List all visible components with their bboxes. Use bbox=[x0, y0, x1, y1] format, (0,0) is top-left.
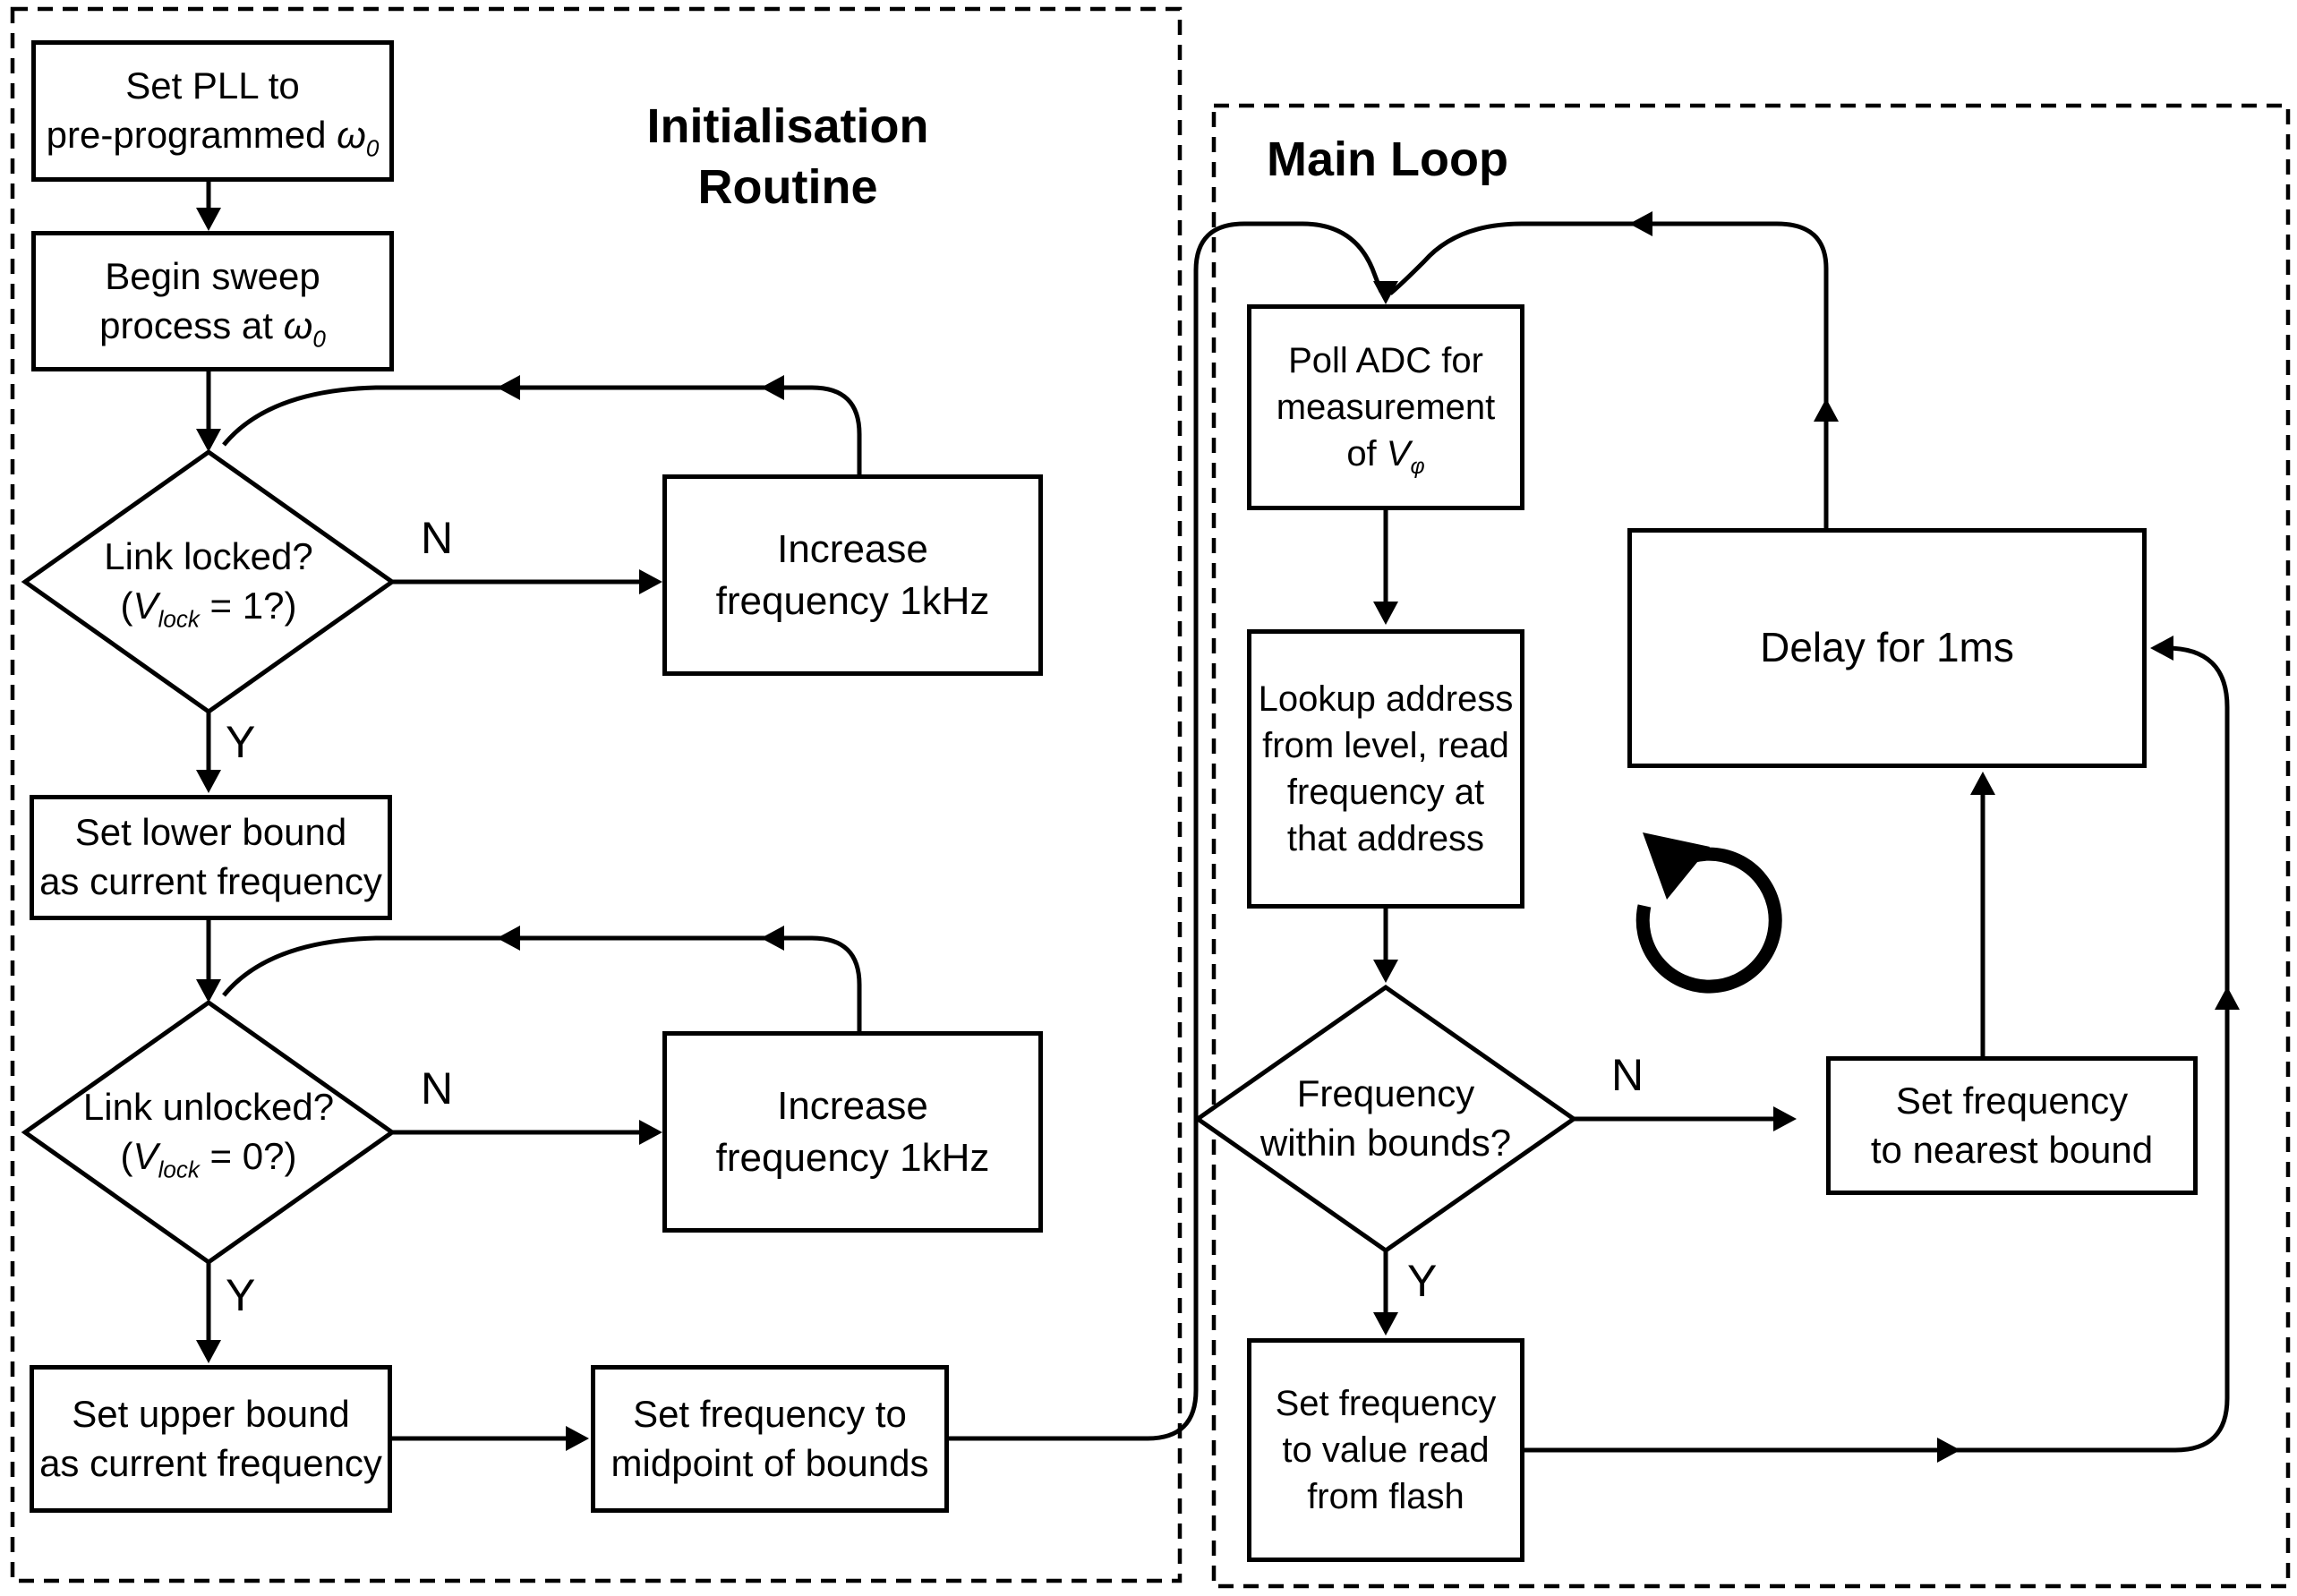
arrowhead bbox=[196, 770, 221, 793]
set-flash-line3: from flash bbox=[1307, 1477, 1464, 1516]
freq-within-line2: within bounds? bbox=[1260, 1122, 1512, 1164]
arrowhead bbox=[1629, 211, 1652, 236]
init-section-border bbox=[10, 6, 1183, 1583]
loop-icon bbox=[1635, 847, 1782, 994]
arrowhead bbox=[196, 979, 221, 1003]
node-set-pll-line1: Set PLL to bbox=[125, 64, 300, 107]
link-unlocked-line1: Link unlocked? bbox=[82, 1086, 335, 1129]
node-begin-sweep: Begin sweep process at ω0 bbox=[31, 231, 394, 371]
node-delay: Delay for 1ms bbox=[1627, 528, 2147, 768]
edge-setflash-delay bbox=[1524, 645, 2230, 1453]
arrowhead bbox=[761, 375, 784, 400]
arrowhead bbox=[1814, 398, 1839, 422]
node-set-upper: Set upper bound as current frequency bbox=[30, 1365, 392, 1513]
set-nearest-line2: to nearest bound bbox=[1870, 1128, 2154, 1171]
lookup-line3: frequency at bbox=[1286, 772, 1485, 812]
init-section-title: Initialisation Routine bbox=[586, 97, 989, 218]
arrowhead bbox=[761, 926, 784, 951]
edge-label-y3: Y bbox=[1407, 1256, 1438, 1306]
node-freq-within-text: Frequency within bounds? bbox=[1207, 1056, 1565, 1182]
main-section-title: Main Loop bbox=[1267, 130, 1535, 191]
node-link-unlocked-text: Link unlocked? (Vlock = 0?) bbox=[30, 1070, 388, 1195]
poll-adc-line3: of Vφ bbox=[1346, 434, 1425, 479]
node-set-pll-line2: pre-programmed ω0 bbox=[46, 114, 380, 162]
set-flash-line1: Set frequency bbox=[1275, 1384, 1497, 1423]
increase2-line1: Increase bbox=[777, 1084, 928, 1129]
arrowhead bbox=[1970, 772, 1995, 795]
node-lookup-address: Lookup address from level, read frequenc… bbox=[1247, 629, 1524, 909]
edge-label-n2: N bbox=[421, 1063, 454, 1114]
increase1-line2: frequency 1kHz bbox=[715, 578, 990, 623]
diamond-link-unlocked bbox=[21, 999, 397, 1266]
node-set-nearest: Set frequency to nearest bound bbox=[1826, 1056, 2198, 1195]
set-upper-line2: as current frequency bbox=[39, 1441, 382, 1484]
node-begin-sweep-line2: process at ω0 bbox=[99, 303, 326, 352]
increase1-line1: Increase bbox=[777, 527, 928, 572]
node-link-locked-text: Link locked? (Vlock = 1?) bbox=[30, 519, 388, 644]
edge-label-n3: N bbox=[1611, 1050, 1644, 1100]
set-midpoint-line2: midpoint of bounds bbox=[611, 1441, 929, 1484]
link-locked-line2: (Vlock = 1?) bbox=[120, 585, 297, 633]
arrowhead bbox=[1937, 1438, 1960, 1463]
node-increase-freq-2: Increase frequency 1kHz bbox=[662, 1031, 1043, 1233]
set-midpoint-line1: Set frequency to bbox=[633, 1392, 907, 1435]
node-set-pll: Set PLL to pre-programmed ω0 bbox=[31, 40, 394, 182]
loop-icon-arrowhead bbox=[1643, 832, 1710, 900]
lookup-line1: Lookup address bbox=[1258, 679, 1514, 719]
main-section-border bbox=[1211, 103, 2291, 1589]
arrowhead bbox=[1373, 281, 1398, 304]
init-title-line1: Initialisation bbox=[646, 99, 929, 153]
increase2-line2: frequency 1kHz bbox=[715, 1135, 990, 1180]
link-locked-line1: Link locked? bbox=[104, 535, 313, 578]
diamond-freq-within-bounds bbox=[1193, 984, 1578, 1254]
arrowhead bbox=[196, 1340, 221, 1363]
set-flash-line2: to value read bbox=[1282, 1430, 1490, 1470]
arrowhead bbox=[196, 208, 221, 231]
arrowhead bbox=[566, 1426, 589, 1451]
edge-label-y1: Y bbox=[226, 717, 256, 767]
freq-within-line1: Frequency bbox=[1296, 1072, 1475, 1115]
edge-setmidpoint-mainloop bbox=[949, 221, 1384, 1441]
lookup-line4: that address bbox=[1286, 819, 1485, 858]
arrowhead bbox=[1773, 1106, 1797, 1131]
arrowhead bbox=[497, 375, 520, 400]
edge-delay-poll-return bbox=[1388, 221, 1829, 528]
lookup-line2: from level, read bbox=[1262, 726, 1509, 765]
main-title: Main Loop bbox=[1267, 132, 1508, 186]
edge-increase1-return bbox=[222, 385, 862, 474]
node-set-lower: Set lower bound as current frequency bbox=[30, 795, 392, 920]
set-lower-line1: Set lower bound bbox=[74, 811, 347, 854]
delay-line1: Delay for 1ms bbox=[1760, 624, 2014, 671]
node-poll-adc: Poll ADC for measurement of Vφ bbox=[1247, 304, 1524, 510]
arrowhead bbox=[2215, 986, 2240, 1010]
set-upper-line1: Set upper bound bbox=[72, 1392, 350, 1435]
link-unlocked-line2: (Vlock = 0?) bbox=[120, 1135, 297, 1183]
poll-adc-line2: measurement bbox=[1276, 388, 1496, 427]
node-begin-sweep-line1: Begin sweep bbox=[105, 254, 320, 297]
arrowhead bbox=[1373, 960, 1398, 983]
node-set-flash: Set frequency to value read from flash bbox=[1247, 1338, 1524, 1562]
arrowhead bbox=[639, 1120, 662, 1145]
node-set-midpoint: Set frequency to midpoint of bounds bbox=[591, 1365, 949, 1513]
arrowhead bbox=[639, 569, 662, 594]
diamond-link-locked bbox=[21, 448, 397, 715]
arrowhead bbox=[2150, 636, 2173, 661]
edge-increase2-return bbox=[222, 935, 862, 1031]
arrowhead bbox=[1373, 1312, 1398, 1336]
arrowhead bbox=[196, 429, 221, 452]
init-title-line2: Routine bbox=[697, 159, 878, 214]
edge-label-n1: N bbox=[421, 513, 454, 563]
set-lower-line2: as current frequency bbox=[39, 860, 382, 902]
set-nearest-line1: Set frequency bbox=[1895, 1079, 2129, 1122]
poll-adc-line1: Poll ADC for bbox=[1288, 341, 1483, 380]
arrowhead bbox=[497, 926, 520, 951]
node-increase-freq-1: Increase frequency 1kHz bbox=[662, 474, 1043, 676]
arrowhead bbox=[1373, 602, 1398, 625]
edge-label-y2: Y bbox=[226, 1270, 256, 1320]
